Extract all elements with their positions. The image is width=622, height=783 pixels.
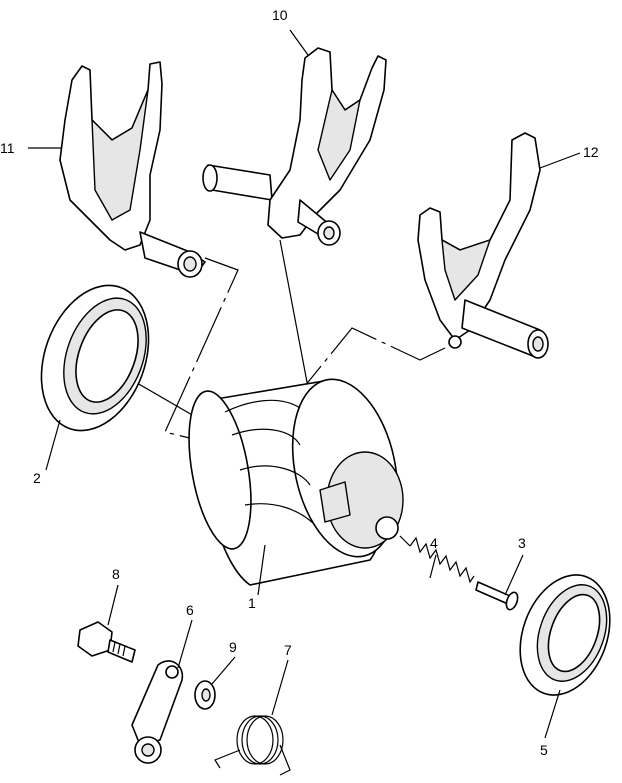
shift-fork-10 bbox=[202, 47, 387, 246]
callout-9: 9 bbox=[229, 639, 237, 655]
spring-4 bbox=[399, 535, 475, 584]
bolt-8 bbox=[77, 621, 136, 663]
callout-1: 1 bbox=[248, 595, 256, 611]
callout-5: 5 bbox=[540, 742, 548, 758]
shift-fork-12 bbox=[417, 132, 549, 359]
callout-2: 2 bbox=[33, 470, 41, 486]
torsion-spring-7 bbox=[214, 715, 291, 776]
callout-6: 6 bbox=[186, 602, 194, 618]
guide-line-fork-12 bbox=[299, 327, 446, 393]
washer-9 bbox=[194, 680, 216, 710]
bearing-5 bbox=[519, 574, 611, 696]
callout-10: 10 bbox=[272, 7, 288, 23]
callout-7: 7 bbox=[284, 642, 292, 658]
callout-12: 12 bbox=[583, 144, 599, 160]
stopper-lever-6 bbox=[131, 660, 184, 764]
callout-4: 4 bbox=[430, 535, 438, 551]
shift-fork-11 bbox=[59, 61, 206, 278]
callout-8: 8 bbox=[112, 566, 120, 582]
callout-11: 11 bbox=[0, 140, 15, 156]
leader-lines bbox=[28, 29, 581, 739]
shift-drum-1 bbox=[188, 378, 404, 586]
detent-pin-3 bbox=[475, 581, 519, 611]
bearing-2 bbox=[40, 284, 150, 432]
callout-3: 3 bbox=[518, 535, 526, 551]
